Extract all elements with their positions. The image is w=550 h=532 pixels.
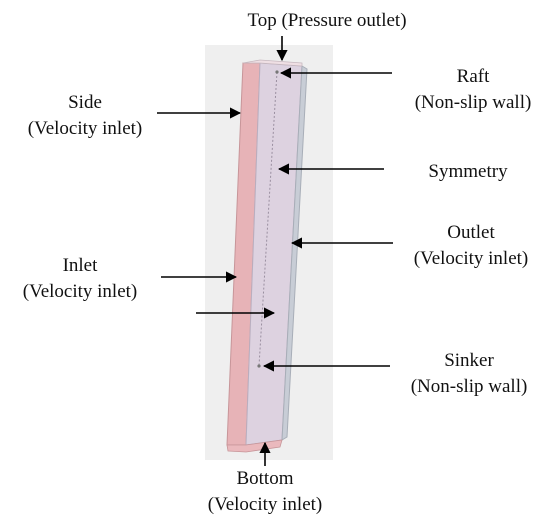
inlet-label: Inlet: [63, 255, 99, 276]
side-type-label: (Velocity inlet): [28, 118, 143, 139]
sinker-label: Sinker: [444, 350, 494, 371]
inlet-type-label: (Velocity inlet): [23, 281, 138, 302]
side-label: Side: [68, 92, 102, 113]
raft-type-label: (Non-slip wall): [415, 92, 532, 113]
raft-point: [275, 70, 279, 74]
outlet-label: Outlet: [447, 222, 495, 243]
top-label: Top (Pressure outlet): [247, 10, 406, 31]
top-face: [242, 59, 303, 67]
sinker-type-label: (Non-slip wall): [411, 376, 528, 397]
outlet-face: [281, 65, 308, 441]
raft-label: Raft: [457, 66, 490, 87]
sinker-point: [257, 364, 261, 368]
symmetry-line: [258, 71, 278, 367]
outlet-type-label: (Velocity inlet): [414, 248, 529, 269]
bottom-type-label: (Velocity inlet): [208, 494, 323, 515]
symmetry-label: Symmetry: [428, 161, 508, 182]
bottom-label: Bottom: [236, 468, 293, 489]
